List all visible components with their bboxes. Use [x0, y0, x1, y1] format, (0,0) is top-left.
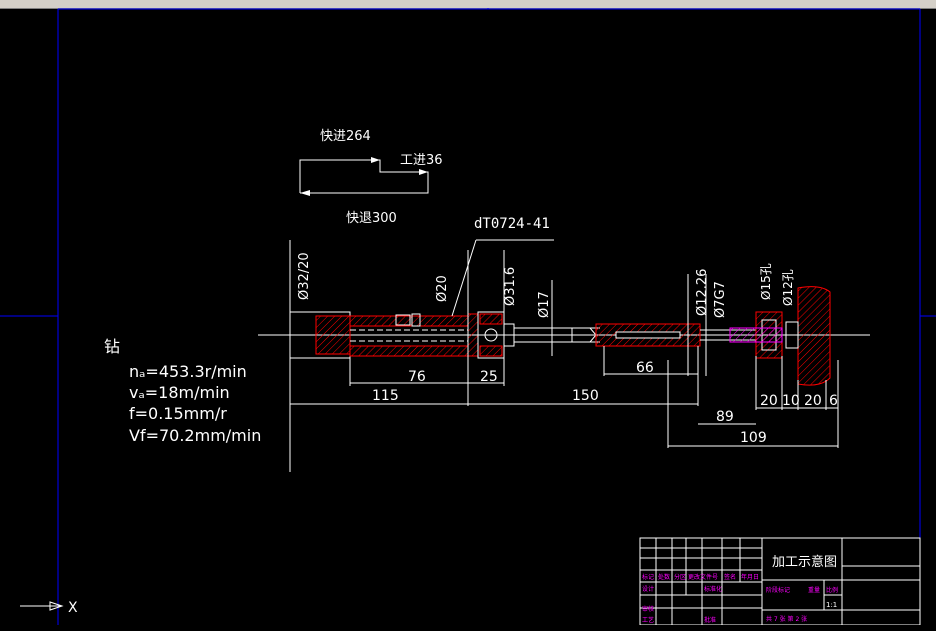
tb-label-10: 批准 — [704, 616, 716, 624]
dim-10: 10 — [782, 393, 800, 409]
operation-label: 钻 — [104, 337, 120, 356]
dia-31-6: Ø31.6 — [503, 267, 518, 306]
tb-label-6: 设计 — [642, 585, 654, 593]
dim-25: 25 — [480, 369, 498, 385]
toolbar-redo-icon[interactable] — [176, 0, 187, 7]
dimension-numbers: 76 25 66 115 150 89 20 10 20 6 109 — [372, 360, 838, 446]
dia-12-hole: Ø12孔 — [781, 269, 795, 306]
dia-7g7: Ø7G7 — [713, 281, 728, 318]
param-spindle-speed: nₐ=453.3r/min — [129, 362, 247, 381]
title-block — [639, 537, 921, 625]
feed-fast-out-label: 快退300 — [346, 211, 397, 226]
feed-work-label: 工进36 — [400, 153, 443, 168]
toolbar-zoom-icon[interactable] — [256, 0, 267, 7]
toolbar-new-icon[interactable] — [4, 0, 15, 7]
tb-label-1: 处数 — [658, 573, 670, 581]
spindle-assembly — [289, 311, 600, 359]
dim-109: 109 — [740, 430, 767, 446]
feed-cycle-diagram: 快进264 工进36 快退300 — [299, 129, 443, 226]
dim-76: 76 — [408, 369, 426, 385]
toolbar-save-icon[interactable] — [36, 0, 47, 7]
dia-12-26: Ø12.26 — [695, 269, 710, 316]
drawing-scale: 1:1 — [826, 601, 837, 609]
ucs-icon: X — [20, 600, 78, 616]
param-feed: f=0.15mm/r — [129, 404, 227, 423]
toolbar-layers-icon[interactable] — [500, 0, 511, 7]
toolbar-pan-icon[interactable] — [240, 0, 251, 7]
tool-code: dT0724-41 — [474, 216, 550, 232]
toolbar-undo-icon[interactable] — [160, 0, 171, 7]
cutting-parameters: nₐ=453.3r/min vₐ=18m/min f=0.15mm/r Vf=7… — [129, 362, 261, 445]
dim-6: 6 — [829, 393, 838, 409]
dim-150: 150 — [572, 388, 599, 404]
tb-label-0: 标记 — [642, 573, 654, 581]
param-feed-rate: Vf=70.2mm/min — [129, 426, 261, 445]
dim-20a: 20 — [760, 393, 778, 409]
tb-ratio: 比例 — [826, 586, 838, 594]
drawing-border — [0, 8, 936, 625]
dim-89: 89 — [716, 409, 734, 425]
title-block-labels: 标记 处数 分区 更改文件号 签名 年月日 设计 标准化 审核 工艺 批准 阶段… — [642, 573, 838, 624]
dim-66: 66 — [636, 360, 654, 376]
workpiece — [729, 286, 831, 386]
drawing-canvas[interactable]: 快进264 工进36 快退300 — [0, 8, 936, 625]
toolbar-open-icon[interactable] — [20, 0, 31, 7]
tool-holder — [595, 274, 756, 376]
drawing-title: 加工示意图 — [772, 554, 837, 570]
param-cutting-speed: vₐ=18m/min — [129, 383, 230, 402]
tb-label-2: 分区 — [674, 573, 686, 581]
dia-20: Ø20 — [435, 275, 450, 302]
tb-label-8: 审核 — [642, 605, 654, 613]
tb-label-5: 年月日 — [741, 573, 759, 581]
dim-20b: 20 — [804, 393, 822, 409]
tb-sheet: 共 7 张 第 2 张 — [766, 615, 807, 623]
extension-lines — [289, 239, 839, 472]
tb-label-4: 签名 — [724, 573, 736, 581]
toolbar-help-icon[interactable] — [620, 0, 631, 7]
feed-fast-in-label: 快进264 — [320, 129, 371, 144]
toolbar-print-icon[interactable] — [52, 0, 63, 7]
dim-115: 115 — [372, 388, 399, 404]
dimension-lines — [290, 373, 838, 447]
tb-stage-mark: 阶段标记 — [766, 586, 790, 594]
diameter-labels: Ø32/20 Ø20 Ø31.6 Ø17 Ø12.26 Ø7G7 Ø15孔 Ø1… — [297, 252, 795, 318]
ucs-x-label: X — [68, 600, 78, 616]
tb-weight: 重量 — [808, 586, 820, 594]
dia-17: Ø17 — [537, 291, 552, 318]
command-line[interactable] — [0, 625, 936, 631]
dia-15-hole: Ø15孔 — [759, 263, 773, 300]
toolbar-properties-icon[interactable] — [480, 0, 491, 7]
dia-32-20: Ø32/20 — [297, 252, 312, 300]
tb-label-3: 更改文件号 — [688, 573, 718, 581]
tb-label-9: 工艺 — [642, 616, 654, 624]
tb-label-7: 标准化 — [704, 585, 722, 593]
